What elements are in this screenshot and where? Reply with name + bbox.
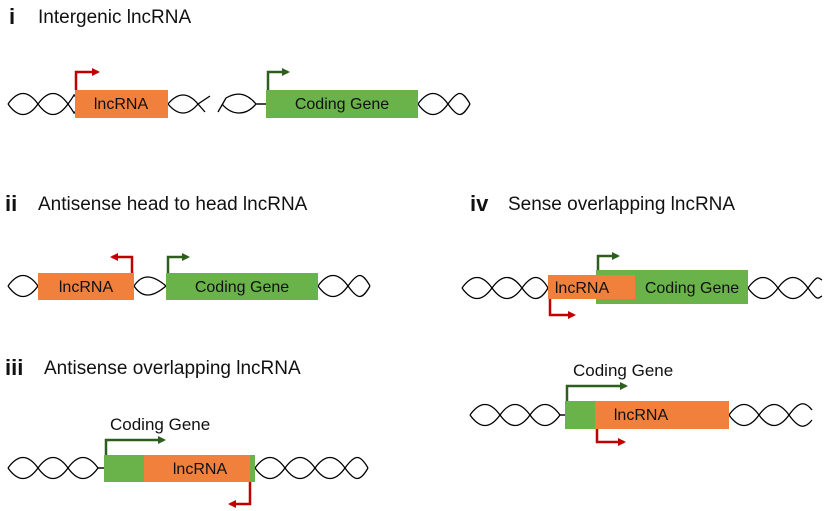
panel-i-coding-arrow xyxy=(266,68,290,90)
panel-i-dna xyxy=(7,92,471,116)
panel-ii-coding-gene-box xyxy=(166,273,318,300)
panel-iii-numeral: iii xyxy=(5,355,24,380)
panel-iii-dna xyxy=(7,456,369,480)
panel-iii-lncrna-arrow xyxy=(228,482,252,508)
panel-iv-b-coding-gene-label: Coding Gene xyxy=(573,361,674,380)
panel-iv-numeral: iv xyxy=(470,191,489,216)
panel-ii-lncrna-label: lncRNA xyxy=(59,279,114,296)
panel-ii-dna xyxy=(7,274,371,298)
panel-i-title: Intergenic lncRNA xyxy=(38,7,192,28)
panel-iv-b-lncrna-box xyxy=(595,401,729,429)
panel-iii-coding-overlap-edge xyxy=(250,455,255,482)
panel-ii-lncrna-arrow xyxy=(110,253,134,273)
panel-iii-coding-gene-box xyxy=(104,455,144,482)
panel-i-lncrna-arrow xyxy=(74,68,100,90)
panel-i-lncrna-box xyxy=(75,90,168,118)
panel-i-numeral: i xyxy=(9,4,16,29)
panel-ii-lncrna-box xyxy=(38,273,134,300)
panel-iii-coding-gene-label: Coding Gene xyxy=(110,415,211,434)
panel-iv-b-dna xyxy=(469,403,813,427)
panel-iv-a-lncrna-box xyxy=(548,275,635,299)
panel-ii-coding-arrow xyxy=(166,253,190,273)
panel-iv-a-dna xyxy=(461,276,823,300)
panel-iv-a-lncrna-arrow xyxy=(548,299,576,319)
panel-iv-a-coding-arrow xyxy=(596,252,620,270)
panel-iii-title: Antisense overlapping lncRNA xyxy=(44,358,301,379)
panel-iv-title: Sense overlapping lncRNA xyxy=(508,194,736,215)
panel-iii-lncrna-box xyxy=(144,455,255,482)
panel-iv-b-lncrna-label: lncRNA xyxy=(614,407,669,424)
panel-iv-b-coding-gene-box xyxy=(565,401,595,429)
panel-i-coding-gene-box xyxy=(266,90,418,118)
panel-i-coding-gene-label: Coding Gene xyxy=(295,96,389,113)
panel-iii-lncrna-label: lncRNA xyxy=(173,461,228,478)
panel-i-lncrna-label: lncRNA xyxy=(94,96,149,113)
panel-ii-title: Antisense head to head lncRNA xyxy=(38,194,308,215)
panel-ii-numeral: ii xyxy=(5,191,18,216)
panel-iv-a-coding-gene-label: Coding Gene xyxy=(645,280,739,297)
panel-iv-b-lncrna-arrow xyxy=(595,429,626,446)
panel-iv-a-lncrna-label: lncRNA xyxy=(555,280,610,297)
panel-iii-coding-arrow xyxy=(104,436,166,455)
panel-ii-coding-gene-label: Coding Gene xyxy=(195,279,289,296)
panel-iv-b-coding-arrow xyxy=(565,382,628,401)
